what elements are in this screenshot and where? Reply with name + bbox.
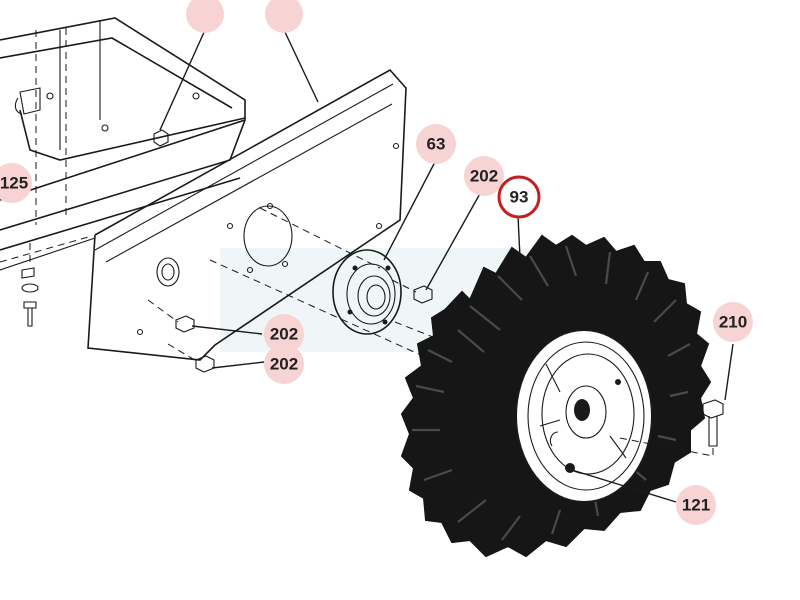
callout-93-highlighted: 93	[497, 175, 541, 219]
callout-label-63: 63	[427, 134, 446, 153]
callout-label-210: 210	[719, 312, 747, 331]
callout-label-202-low: 202	[270, 354, 298, 373]
callout-label-121: 121	[682, 495, 710, 514]
callout-202-top: 202	[464, 156, 504, 196]
left-fasteners	[21, 240, 39, 327]
bolt-202-mid	[147, 299, 195, 333]
bolt-202-top	[391, 279, 433, 304]
callout-202-mid: 202	[264, 314, 304, 354]
tire-wheel	[400, 234, 712, 558]
callout-202-low: 202	[264, 344, 304, 384]
side-plate	[87, 68, 407, 361]
callout-210: 210	[713, 302, 753, 342]
callout-63: 63	[416, 124, 456, 164]
top-partial-callouts	[186, 0, 303, 33]
callout-label-125: 125	[0, 173, 28, 192]
leader-lines	[159, 29, 734, 503]
callout-label-93: 93	[510, 187, 529, 206]
callout-label-202-mid: 202	[270, 324, 298, 343]
bolt-210	[619, 399, 724, 458]
frame-assembly	[0, 17, 246, 271]
callout-label-202-top: 202	[470, 166, 498, 185]
hub-flange	[332, 249, 402, 335]
callout-125: 125	[0, 163, 32, 203]
callout-121: 121	[676, 485, 716, 525]
